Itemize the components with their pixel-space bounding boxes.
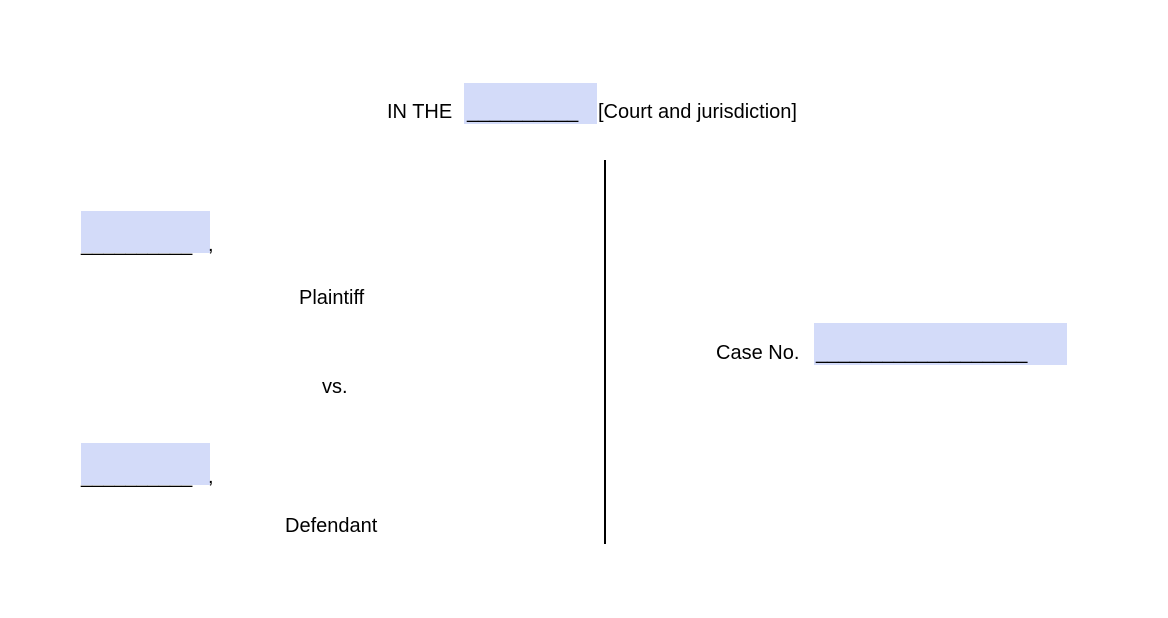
versus-label: vs. [322, 376, 348, 398]
case-number-field[interactable] [814, 323, 1067, 365]
plaintiff-name-blank: __________ [81, 234, 193, 256]
plaintiff-name-field[interactable] [81, 211, 210, 253]
plaintiff-label: Plaintiff [299, 287, 365, 309]
defendant-name-field[interactable] [81, 443, 210, 485]
caption-divider [604, 160, 606, 544]
plaintiff-comma: , [208, 234, 214, 256]
case-number-blank: ___________________ [816, 342, 1028, 364]
defendant-name-blank: __________ [81, 466, 193, 488]
court-heading-prefix: IN THE [387, 101, 453, 123]
case-number-label: Case No. [716, 342, 800, 364]
defendant-comma: , [208, 466, 214, 488]
court-jurisdiction-field[interactable] [464, 83, 597, 124]
court-jurisdiction-blank: __________ [467, 101, 579, 123]
defendant-label: Defendant [285, 515, 378, 537]
court-heading-suffix: [Court and jurisdiction] [598, 101, 797, 123]
